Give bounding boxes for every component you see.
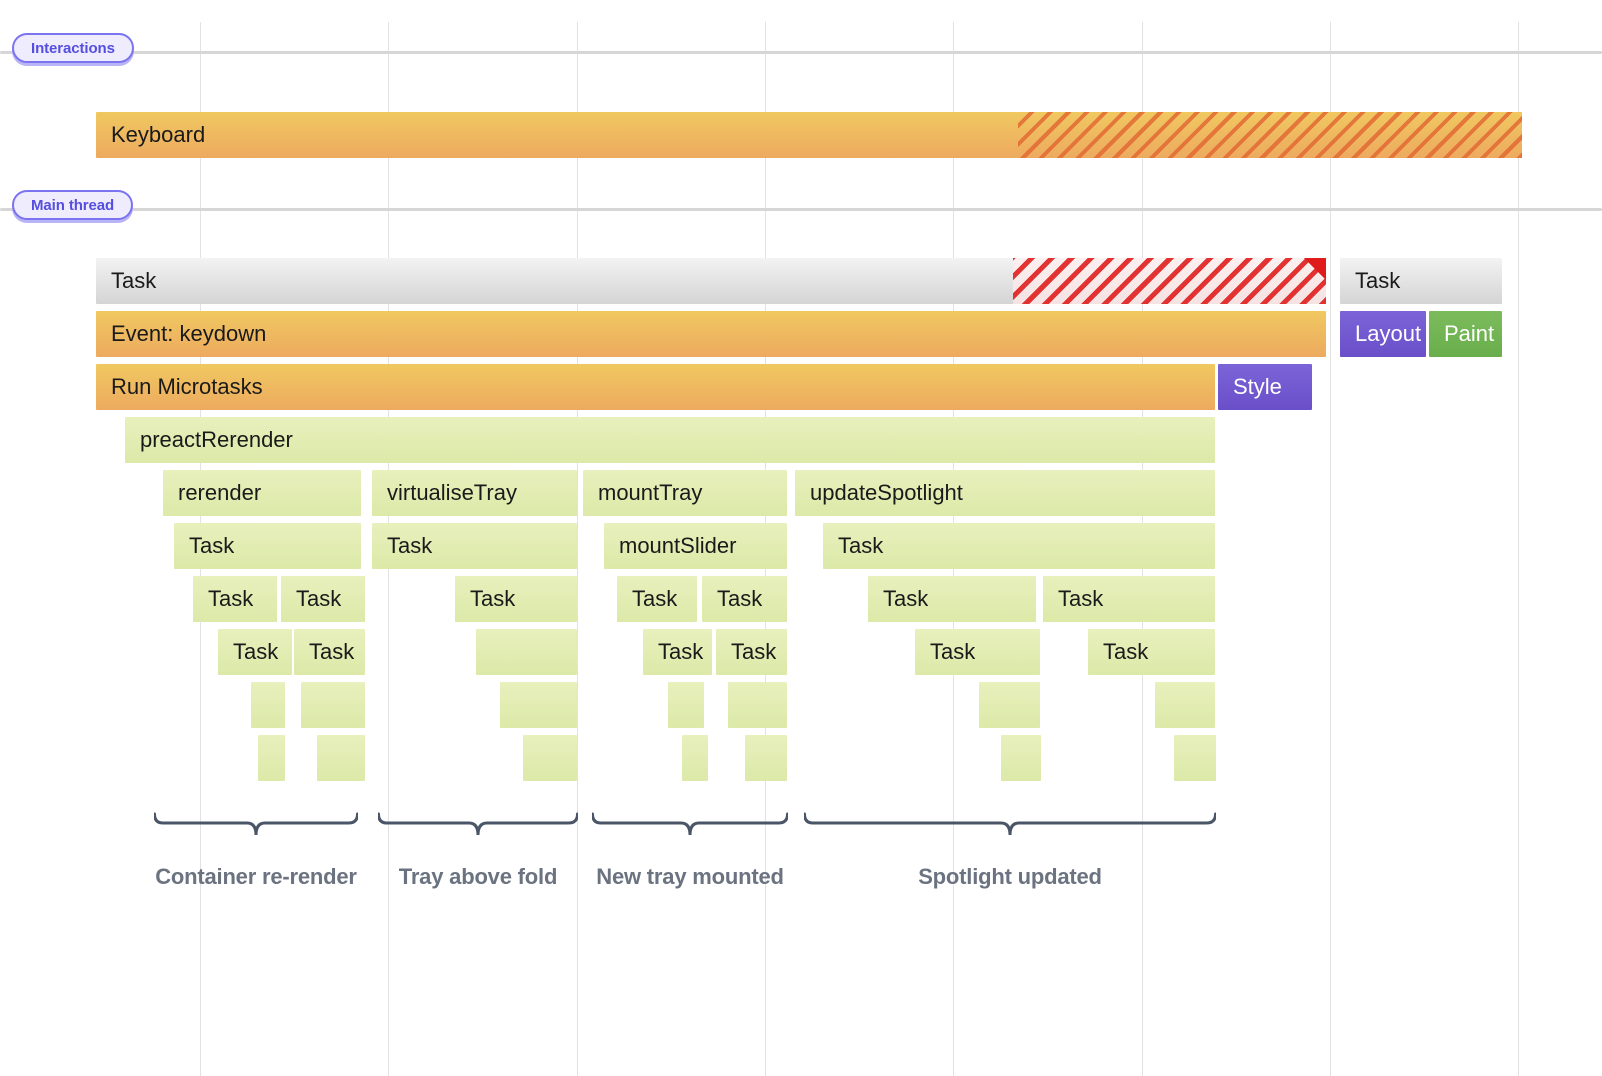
task-l6-f[interactable]: Task (868, 576, 1036, 622)
task-l7-g-label: Task (1103, 639, 1149, 664)
task-l7-b-label: Task (309, 639, 355, 664)
task-l7-f-label: Task (930, 639, 976, 664)
mount-slider[interactable]: mountSlider (604, 523, 787, 569)
preact-rerender-label: preactRerender (140, 427, 293, 452)
task-l6-a[interactable]: Task (193, 576, 277, 622)
task-l6-d[interactable]: Task (617, 576, 697, 622)
mount-slider-label: mountSlider (619, 533, 737, 558)
phase-label-container-re-render: Container re-render (155, 864, 357, 889)
mount-tray[interactable]: mountTray (583, 470, 787, 516)
task-l6-b[interactable]: Task (281, 576, 365, 622)
task-l8-e[interactable] (728, 682, 787, 728)
task-l9-g[interactable] (1174, 735, 1216, 781)
track-pill-main-thread[interactable]: Main thread (12, 190, 134, 220)
virtualise-tray-label: virtualiseTray (387, 480, 517, 505)
task-l6-b-label: Task (296, 586, 342, 611)
task-l7-c[interactable] (476, 629, 577, 675)
mount-tray-label: mountTray (598, 480, 703, 505)
task-secondary[interactable]: Task (1340, 258, 1502, 304)
rerender[interactable]: rerender (163, 470, 361, 516)
phase-label-tray-above-fold: Tray above fold (398, 864, 558, 889)
virtualise-tray[interactable]: virtualiseTray (372, 470, 577, 516)
keyboard-interaction-label: Keyboard (111, 122, 206, 147)
gridline-6 (1330, 22, 1331, 1076)
task-l7-g[interactable]: Task (1088, 629, 1215, 675)
task-main[interactable]: Task (96, 258, 1326, 304)
layout-task-label: Layout (1355, 321, 1422, 346)
phase-label-new-tray-mounted: New tray mounted (596, 864, 784, 889)
task-l5-a-label: Task (189, 533, 235, 558)
task-l8-d[interactable] (668, 682, 704, 728)
update-spotlight[interactable]: updateSpotlight (795, 470, 1215, 516)
style-task[interactable]: Style (1218, 364, 1312, 410)
task-l9-d[interactable] (682, 735, 708, 781)
task-l7-d[interactable]: Task (643, 629, 712, 675)
task-secondary-label: Task (1355, 268, 1401, 293)
event-keydown[interactable]: Event: keydown (96, 311, 1326, 357)
task-l6-g[interactable]: Task (1043, 576, 1215, 622)
event-keydown-label: Event: keydown (111, 321, 267, 346)
preact-rerender[interactable]: preactRerender (125, 417, 1215, 463)
task-main-label: Task (111, 268, 157, 293)
task-l6-a-label: Task (208, 586, 254, 611)
task-l7-e[interactable]: Task (716, 629, 787, 675)
gridline-2 (577, 22, 578, 1076)
bracket-container-re-render (154, 812, 358, 838)
task-l8-a[interactable] (251, 682, 285, 728)
task-l5-b-label: Task (387, 533, 433, 558)
bracket-new-tray-mounted (592, 812, 788, 838)
task-l8-g[interactable] (1155, 682, 1215, 728)
update-spotlight-label: updateSpotlight (810, 480, 963, 505)
track-rule-main-thread (0, 208, 1602, 211)
task-l6-e[interactable]: Task (702, 576, 787, 622)
bracket-tray-above-fold (378, 812, 578, 838)
run-microtasks-label: Run Microtasks (111, 374, 263, 399)
task-l8-f[interactable] (979, 682, 1040, 728)
task-l9-a[interactable] (258, 735, 285, 781)
track-rule-interactions (0, 51, 1602, 54)
task-l9-c[interactable] (523, 735, 577, 781)
task-l5-c[interactable]: Task (823, 523, 1215, 569)
task-l6-e-label: Task (717, 586, 763, 611)
phase-label-spotlight-updated: Spotlight updated (918, 864, 1102, 889)
task-l6-g-label: Task (1058, 586, 1104, 611)
layout-task[interactable]: Layout (1340, 311, 1426, 357)
task-l8-b[interactable] (301, 682, 365, 728)
keyboard-interaction[interactable]: Keyboard (96, 112, 1522, 158)
task-l7-d-label: Task (658, 639, 704, 664)
style-task-label: Style (1233, 374, 1282, 399)
task-l7-b[interactable]: Task (294, 629, 365, 675)
task-l7-a-label: Task (233, 639, 279, 664)
task-l6-d-label: Task (632, 586, 678, 611)
bracket-spotlight-updated (804, 812, 1216, 838)
task-l8-c[interactable] (500, 682, 577, 728)
task-l6-f-label: Task (883, 586, 929, 611)
task-l7-f[interactable]: Task (915, 629, 1040, 675)
task-l9-f[interactable] (1001, 735, 1041, 781)
paint-task-label: Paint (1444, 321, 1495, 346)
task-l6-c-label: Task (470, 586, 516, 611)
task-l5-b[interactable]: Task (372, 523, 577, 569)
rerender-label: rerender (178, 480, 262, 505)
task-l5-a[interactable]: Task (174, 523, 361, 569)
paint-task[interactable]: Paint (1429, 311, 1502, 357)
task-l7-a[interactable]: Task (218, 629, 292, 675)
task-l5-c-label: Task (838, 533, 884, 558)
task-l9-e[interactable] (745, 735, 787, 781)
task-l7-e-label: Task (731, 639, 777, 664)
gridline-7 (1518, 22, 1519, 1076)
task-l6-c[interactable]: Task (455, 576, 577, 622)
track-pill-interactions[interactable]: Interactions (12, 33, 134, 63)
task-l9-b[interactable] (317, 735, 365, 781)
run-microtasks[interactable]: Run Microtasks (96, 364, 1215, 410)
